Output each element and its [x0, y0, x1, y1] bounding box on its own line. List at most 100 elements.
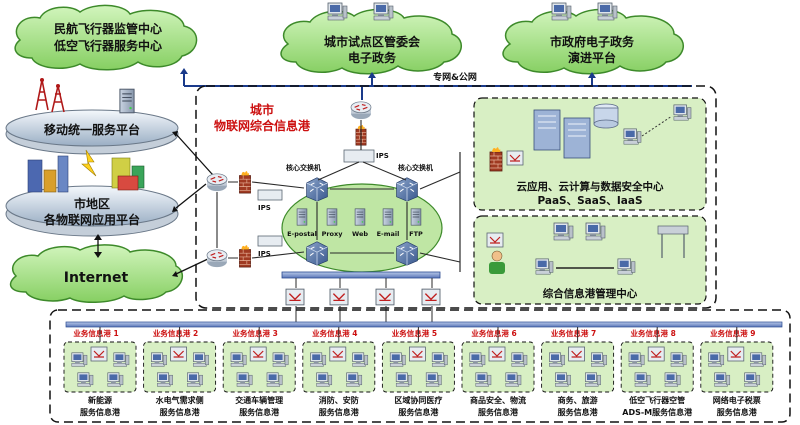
core-switch-right-top-icon	[396, 177, 418, 202]
port-switch-icon	[727, 346, 745, 362]
pilot-zone-line1: 城市试点区管委会	[324, 34, 421, 49]
mobile-platform-label: 移动统一服务平台	[44, 122, 140, 137]
port-name-line2: 服务信息港	[239, 407, 280, 417]
distribution-bar	[281, 271, 441, 279]
dist-router-1-icon	[285, 288, 305, 306]
hub-title-line1: 城市	[250, 102, 274, 117]
port-name-line1: 新能源	[88, 395, 112, 405]
core-switch-left-label: 核心交换机	[286, 163, 321, 172]
port-name-line2: 服务信息港	[80, 407, 121, 417]
pilot-zone-pc-1	[327, 2, 348, 21]
ports-bus	[65, 321, 783, 328]
port-tag: 业务信息港 2	[153, 328, 198, 338]
port-switch-icon	[329, 346, 347, 362]
core-switch-right-label: 核心交换机	[398, 163, 433, 172]
mid-ips-device	[257, 189, 283, 201]
port-name-line1: 水电气需求侧	[155, 395, 204, 405]
port-switch-icon	[90, 346, 108, 362]
cloud-center-panel: 云应用、云计算与数据安全中心 PaaS、SaaS、IaaS	[473, 97, 707, 211]
mgmt-center-label: 综合信息港管理中心	[543, 287, 638, 300]
pilot-zone-cloud: 城市试点区管委会 电子政务	[280, 8, 462, 75]
mobile-platform: 移动统一服务平台	[5, 78, 179, 155]
ips-mid-label: IPS	[258, 204, 271, 212]
server-label-proxy: Proxy	[322, 230, 344, 238]
port-name-line1: 交通车辆管理	[235, 395, 283, 405]
port-name-line2: 服务信息港	[160, 407, 201, 417]
port-switch-icon	[647, 346, 665, 362]
low-ips-device	[257, 235, 283, 247]
cloud-center-subtitle: PaaS、SaaS、IaaS	[537, 195, 642, 207]
port-name-line2: 服务信息港	[319, 407, 360, 417]
mgmt-center-panel: 综合信息港管理中心	[473, 215, 707, 305]
port-name-line2: 服务信息港	[398, 407, 439, 417]
municipal-line2: 演进平台	[568, 50, 616, 65]
internet-label: Internet	[64, 270, 129, 286]
top-ips-device	[343, 149, 375, 163]
port-name-line2: 服务信息港	[478, 407, 519, 417]
left-firewall-2-icon	[238, 244, 252, 268]
lightning-icon	[81, 149, 97, 177]
core-switch-right-bottom-icon	[396, 241, 418, 266]
port-tag: 业务信息港 5	[392, 328, 437, 338]
network-link: 专网&公网	[180, 68, 692, 100]
distribution-links	[295, 278, 433, 322]
server-zone	[281, 183, 443, 273]
port-name-line2: 服务信息港	[717, 407, 758, 417]
server-label-web: Web	[352, 230, 368, 238]
web-server-icon	[354, 208, 366, 226]
iot-platform: 市地区 各物联网应用平台	[5, 155, 179, 237]
server-row: E-postal Proxy Web E-mail FTP	[287, 208, 423, 238]
internet-cloud: Internet	[9, 244, 184, 303]
hub-boundary	[195, 85, 717, 309]
pilot-zone-line2: 电子政务	[348, 50, 397, 65]
ports-boundary	[49, 309, 791, 423]
mobile-server-icon	[119, 88, 135, 114]
port-tag: 业务信息港 6	[471, 328, 516, 338]
municipal-pc-1	[551, 2, 572, 21]
port-name-line2: ADS-M服务信息港	[622, 407, 693, 417]
ips-top-label: IPS	[376, 152, 389, 160]
port-tag: 业务信息港 1	[73, 328, 118, 338]
epostal-server-icon	[296, 208, 308, 226]
server-label-epostal: E-postal	[287, 230, 317, 238]
civil-aviation-line1: 民航飞行器监管中心	[54, 21, 162, 36]
server-label-ftp: FTP	[409, 230, 423, 238]
port-switch-icon	[488, 346, 506, 362]
civil-aviation-cloud: 民航飞行器监管中心 低空飞行器服务中心	[14, 4, 198, 71]
port-tag: 业务信息港 9	[710, 328, 755, 338]
municipal-pc-2	[597, 2, 618, 21]
port-name-line2: 服务信息港	[558, 407, 599, 417]
hub-links	[216, 120, 461, 263]
port-switch-icon	[567, 346, 586, 362]
core-switch-left-bottom-icon	[306, 241, 328, 266]
port-switch-icon	[249, 346, 267, 362]
top-router-icon	[350, 101, 372, 120]
iot-platform-line2: 各物联网应用平台	[43, 212, 140, 227]
port-name-line1: 低空飞行器空管	[628, 395, 685, 405]
dist-router-3-icon	[375, 288, 395, 306]
port-tag: 业务信息港 7	[551, 328, 596, 338]
port-switch-icon	[170, 346, 188, 362]
port-name-line1: 消防、安防	[319, 395, 359, 405]
iot-platform-line1: 市地区	[74, 196, 110, 211]
core-switch-left-top-icon	[306, 177, 328, 202]
port-name-line1: 区域协同医疗	[394, 395, 442, 405]
email-server-icon	[382, 208, 394, 226]
ftp-server-icon	[410, 208, 422, 226]
city-buildings-icon	[27, 155, 145, 193]
network-link-label: 专网&公网	[433, 71, 477, 83]
server-label-email: E-mail	[377, 230, 400, 238]
pilot-zone-pc-2	[373, 2, 394, 21]
left-router-2-icon	[206, 249, 228, 268]
municipal-cloud: 市政府电子政务 演进平台	[502, 8, 684, 75]
municipal-line1: 市政府电子政务	[550, 34, 635, 49]
